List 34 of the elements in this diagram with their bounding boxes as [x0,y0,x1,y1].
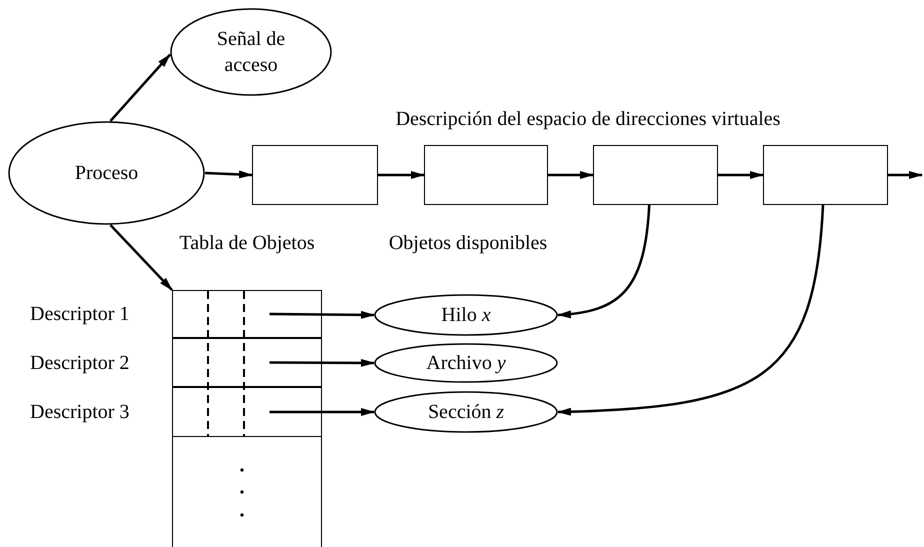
row-label: Descriptor 3 [30,400,130,425]
oval-node [374,294,558,336]
arrow [204,170,253,178]
empty-box [763,145,888,205]
caption-text: Objetos disponibles [388,231,548,256]
node-label: Señal de acceso [216,27,286,78]
row-label: Descriptor 2 [30,350,130,376]
node-label: Sección z [428,400,504,425]
arrow [718,171,764,179]
arrow [378,171,425,179]
oval-node [170,8,332,96]
arrow [110,224,173,291]
arrow [270,358,375,367]
table-row [172,387,322,437]
node-label: Archivo y [426,351,506,376]
empty-box [252,145,378,205]
arrow [269,310,375,319]
arrow [270,408,375,416]
arrow [548,171,594,179]
node-label: Hilo x [441,303,491,328]
oval-node [8,121,205,225]
caption-text: Descripción del espacio de direcciones virtuales [394,107,782,132]
row-label: Descriptor 1 [30,302,130,327]
table-heading: Tabla de Objetos [178,231,316,256]
empty-box [593,145,718,205]
arrow [557,204,824,416]
table-row [172,338,322,387]
oval-node [374,343,558,383]
empty-box [424,145,548,205]
arrow [557,204,650,318]
node-label: Proceso [74,161,138,186]
arrow [110,54,171,122]
oval-node [374,391,558,433]
arrow [888,171,923,179]
